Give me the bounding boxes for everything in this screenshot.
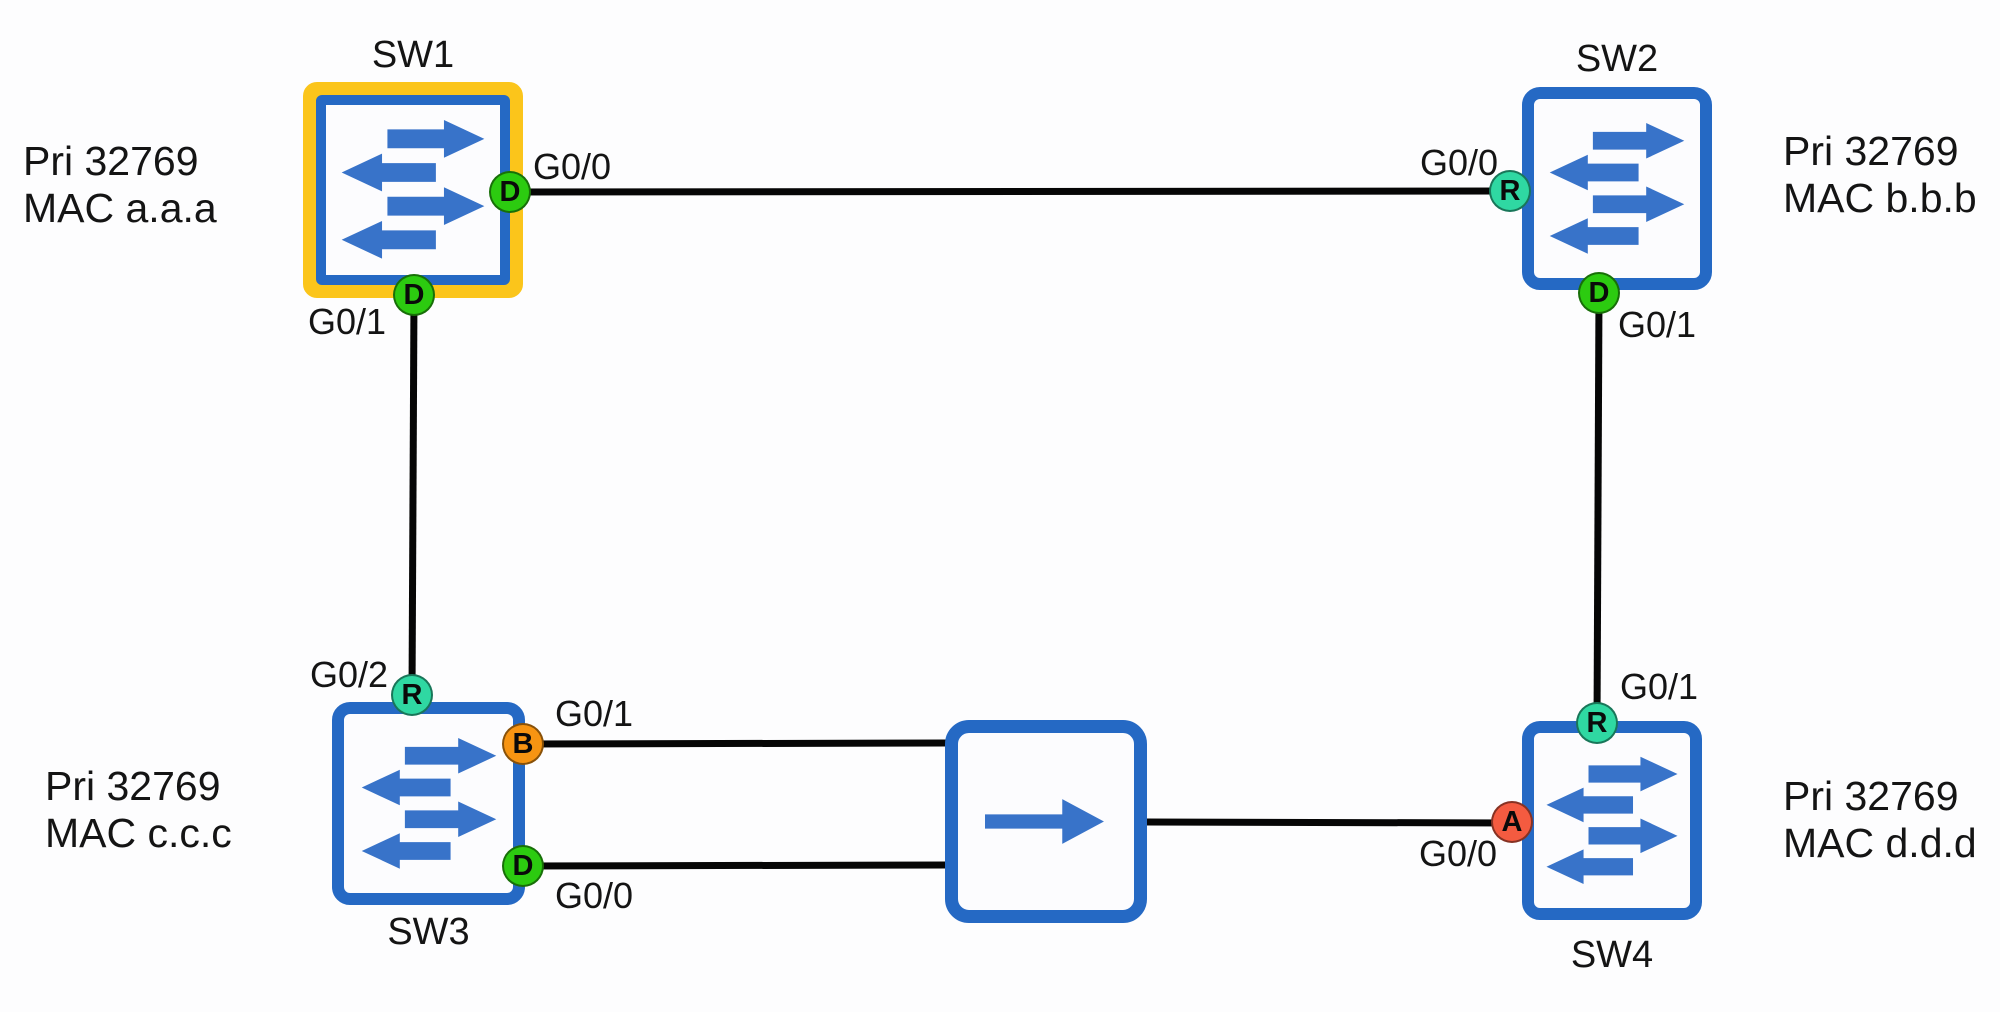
switch-title-sw4: SW4 <box>1570 934 1654 976</box>
priority-text: Pri 32769 <box>45 763 221 809</box>
port-label-sw3-g02: G0/2 <box>310 654 389 695</box>
switch-title-sw1: SW1 <box>371 34 455 76</box>
port-state-badge-designated: D <box>502 845 544 887</box>
port-state-badge-alternate: A <box>1491 801 1533 843</box>
port-label-sw2-g00: G0/0 <box>1419 142 1498 183</box>
mac-text: MAC c.c.c <box>45 810 232 856</box>
port-label-sw1-g00: G0/0 <box>533 146 612 187</box>
switch-sw4 <box>1522 721 1702 920</box>
priority-text: Pri 32769 <box>1783 128 1959 174</box>
mac-text: MAC b.b.b <box>1783 175 1977 221</box>
port-label-sw3-g00: G0/0 <box>555 875 634 916</box>
switch-sw3 <box>332 702 525 905</box>
port-state-badge-designated: D <box>489 171 531 213</box>
port-label-sw2-g01: G0/1 <box>1618 304 1697 345</box>
switch-sw2 <box>1522 87 1712 290</box>
switch-icon <box>1549 122 1685 254</box>
port-state-badge-designated: D <box>393 274 435 316</box>
switch-icon <box>341 120 485 259</box>
link-sw1g00-sw2g00 <box>509 187 1511 196</box>
link-sw1g01-sw3g02 <box>408 294 418 696</box>
switch-title-sw2: SW2 <box>1575 38 1659 80</box>
mac-text: MAC a.a.a <box>23 185 217 231</box>
port-state-badge-blocked: B <box>502 723 544 765</box>
priority-text: Pri 32769 <box>23 138 199 184</box>
switch-icon <box>361 737 496 869</box>
port-state-badge-root: R <box>1489 170 1531 212</box>
link-sw3g00-hub <box>522 861 949 870</box>
priority-text: Pri 32769 <box>1783 773 1959 819</box>
link-sw3g01-hub <box>522 739 949 748</box>
switch-icon <box>1546 756 1678 884</box>
switch-sw1 <box>316 95 510 285</box>
port-label-sw4-g00: G0/0 <box>1418 833 1497 874</box>
link-sw2g01-sw4g01 <box>1593 292 1603 724</box>
port-label-sw1-g01: G0/1 <box>308 301 387 342</box>
port-state-badge-designated: D <box>1578 272 1620 314</box>
switch-title-sw3: SW3 <box>387 911 470 953</box>
hub-arrow-icon <box>985 799 1104 844</box>
hub-node <box>945 720 1147 923</box>
port-state-badge-root: R <box>391 674 433 716</box>
port-state-badge-root: R <box>1576 702 1618 744</box>
mac-text: MAC d.d.d <box>1783 820 1977 866</box>
port-label-sw3-g01: G0/1 <box>555 693 634 734</box>
link-hub-sw4g00 <box>1144 818 1513 827</box>
port-label-sw4-g01: G0/1 <box>1620 666 1699 707</box>
